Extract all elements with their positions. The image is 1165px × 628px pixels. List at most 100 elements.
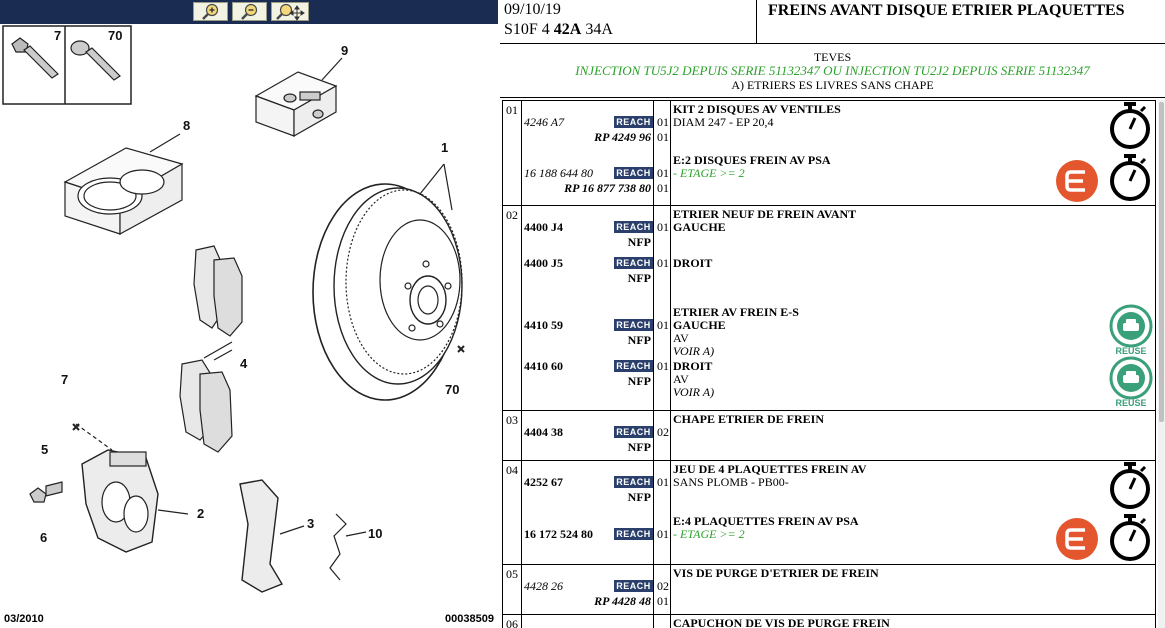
reach-badge[interactable]: REACH (614, 221, 653, 233)
group-01: 01 KIT 2 DISQUES AV VENTILES DIAM 247 - … (502, 100, 1156, 206)
eurorepar-logo-icon[interactable] (1055, 159, 1099, 203)
part-description: JEU DE 4 PLAQUETTES FREIN AV (673, 462, 867, 476)
callout-7-top: 7 (54, 28, 61, 43)
part-quantity: 02 (657, 579, 669, 593)
group-05: 05 VIS DE PURGE D'ETRIER DE FREIN 4428 2… (502, 565, 1156, 615)
reach-badge[interactable]: REACH (614, 167, 653, 179)
part-side: GAUCHE (673, 318, 726, 332)
screw-box (2, 25, 132, 105)
part-reference[interactable]: 4410 60 (524, 359, 563, 373)
part-reference[interactable]: 4246 A7 (524, 115, 565, 129)
callout-7: 7 (61, 372, 68, 387)
part-side: DROIT (673, 359, 713, 373)
note-text: A) ETRIERS ES LIVRES SANS CHAPE (731, 78, 934, 92)
zoom-in-icon (201, 3, 218, 20)
page-header: 09/10/19 S10F 4 42A 34A FREINS AVANT DIS… (500, 0, 1165, 44)
part-reference[interactable]: 4252 67 (524, 475, 563, 489)
zoom-pan-button[interactable] (271, 2, 309, 21)
header-code-a: S10F 4 (504, 21, 554, 38)
scrollbar-thumb[interactable] (1159, 102, 1164, 422)
part-reference[interactable]: 16 188 644 80 (524, 166, 593, 180)
reach-badge[interactable]: REACH (614, 116, 653, 128)
part-side: GAUCHE (673, 220, 726, 234)
reach-badge[interactable]: REACH (614, 426, 653, 438)
part-reference[interactable]: 4428 26 (524, 579, 563, 593)
header-meta: 09/10/19 S10F 4 42A 34A (500, 0, 757, 44)
screw-7-illustration (11, 37, 59, 79)
stopwatch-icon[interactable] (1107, 461, 1153, 511)
group-03: 03 CHAPE ETRIER DE FREIN 4404 38 REACH 0… (502, 411, 1156, 461)
page-title: FREINS AVANT DISQUE ETRIER PLAQUETTES (768, 2, 1125, 19)
screw-70-illustration (70, 40, 121, 81)
callout-70: 70 (445, 382, 459, 397)
part-description: KIT 2 DISQUES AV VENTILES (673, 102, 841, 116)
part-side: DROIT (673, 256, 713, 270)
group-06: 06 CAPUCHON DE VIS DE PURGE FREIN (502, 615, 1156, 628)
part-note: VOIR A) (673, 344, 715, 358)
callout-3: 3 (307, 516, 314, 531)
stopwatch-icon[interactable] (1107, 513, 1153, 563)
stopwatch-icon[interactable] (1107, 153, 1153, 203)
zoom-in-button[interactable] (193, 2, 228, 21)
callout-5: 5 (41, 442, 48, 457)
zoom-pan-icon (276, 3, 305, 21)
not-for-purchase-label: NFP (627, 440, 651, 454)
part-reference[interactable]: 4404 38 (524, 425, 563, 439)
exploded-parts-diagram: 7 70 9 8 1 4 7 70 5 2 3 10 6 (2, 25, 465, 593)
part-detail: AV (673, 331, 689, 345)
part-reference[interactable]: 16 172 524 80 (524, 527, 593, 541)
reach-badge[interactable]: REACH (614, 319, 653, 331)
callout-10: 10 (368, 526, 382, 541)
replacement-reference[interactable]: RP 16 877 738 80 (564, 181, 651, 195)
caliper-bracket-illustration (239, 479, 305, 593)
vertical-scrollbar[interactable] (1158, 100, 1165, 628)
replacement-quantity: 01 (657, 181, 669, 195)
reach-badge[interactable]: REACH (614, 360, 653, 372)
part-reference[interactable]: 4400 J4 (524, 220, 563, 234)
eurorepar-logo-icon[interactable] (1055, 517, 1099, 561)
group-number: 02 (506, 208, 518, 222)
not-for-purchase-label: NFP (627, 490, 651, 504)
group-04: 04 JEU DE 4 PLAQUETTES FREIN AV SANS PLO… (502, 461, 1156, 565)
part-quantity: 01 (657, 166, 669, 180)
reuse-label: REUSE (1115, 398, 1146, 408)
zoom-out-button[interactable] (232, 2, 267, 21)
reuse-label: REUSE (1115, 346, 1146, 356)
group-number: 04 (506, 463, 518, 477)
stopwatch-icon[interactable] (1107, 101, 1153, 151)
part-quantity: 02 (657, 425, 669, 439)
diagram-reference: 00038509 (445, 613, 494, 625)
reuse-icon[interactable]: REUSE (1107, 304, 1155, 356)
parts-pane: 09/10/19 S10F 4 42A 34A FREINS AVANT DIS… (500, 0, 1165, 628)
group-number: 06 (506, 617, 518, 628)
pad-spring-clip-illustration (329, 513, 367, 581)
reach-badge[interactable]: REACH (614, 476, 653, 488)
header-code: S10F 4 42A 34A (504, 21, 613, 39)
brand-label: TEVES (813, 50, 852, 64)
replacement-reference[interactable]: RP 4428 48 (594, 594, 651, 608)
reach-badge[interactable]: REACH (614, 580, 653, 592)
part-detail: DIAM 247 - EP 20,4 (673, 115, 774, 129)
callout-2: 2 (197, 506, 204, 521)
part-condition: - ETAGE >= 2 (673, 166, 745, 180)
reach-badge[interactable]: REACH (614, 257, 653, 269)
header-code-c: 34A (581, 21, 613, 38)
callout-1: 1 (441, 140, 448, 155)
part-quantity: 01 (657, 527, 669, 541)
header-date: 09/10/19 (504, 1, 561, 18)
reuse-icon[interactable]: REUSE (1107, 356, 1155, 408)
part-quantity: 01 (657, 256, 669, 270)
part-detail: SANS PLOMB - PB00- (673, 475, 789, 489)
part-reference[interactable]: 4400 J5 (524, 256, 563, 270)
reach-badge[interactable]: REACH (614, 528, 653, 540)
part-quantity: 01 (657, 220, 669, 234)
callout-70-top: 70 (108, 28, 122, 43)
diagram-pane: 7 70 9 8 1 4 7 70 5 2 3 10 6 03/2010 000… (0, 0, 500, 628)
part-description: E:4 PLAQUETTES FREIN AV PSA (673, 514, 859, 528)
brake-pads-illustration (179, 245, 243, 453)
part-note: VOIR A) (673, 385, 715, 399)
replacement-reference[interactable]: RP 4249 96 (594, 130, 651, 144)
callout-9: 9 (341, 43, 348, 58)
diagram-toolbar (0, 0, 498, 24)
part-reference[interactable]: 4410 59 (524, 318, 563, 332)
